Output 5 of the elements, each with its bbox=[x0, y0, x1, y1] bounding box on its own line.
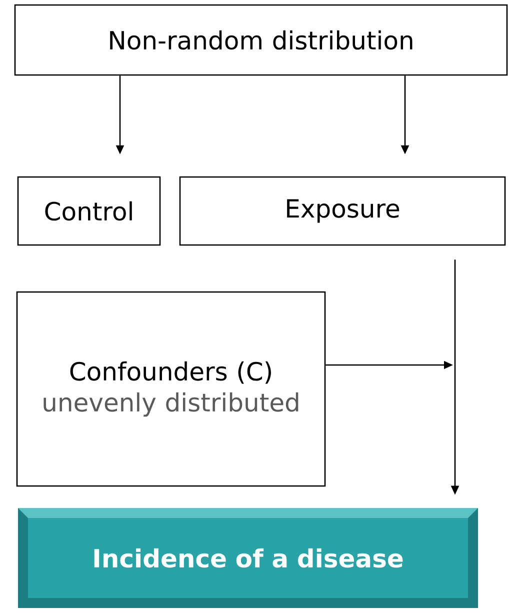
process-box: Non-random distribution bbox=[14, 4, 508, 76]
process-box: Control bbox=[17, 176, 161, 246]
process-box: Exposure bbox=[179, 176, 506, 246]
outcome-box: Incidence of a disease bbox=[18, 508, 478, 608]
process-box: Confounders (C) unevenly distributed bbox=[16, 291, 326, 487]
